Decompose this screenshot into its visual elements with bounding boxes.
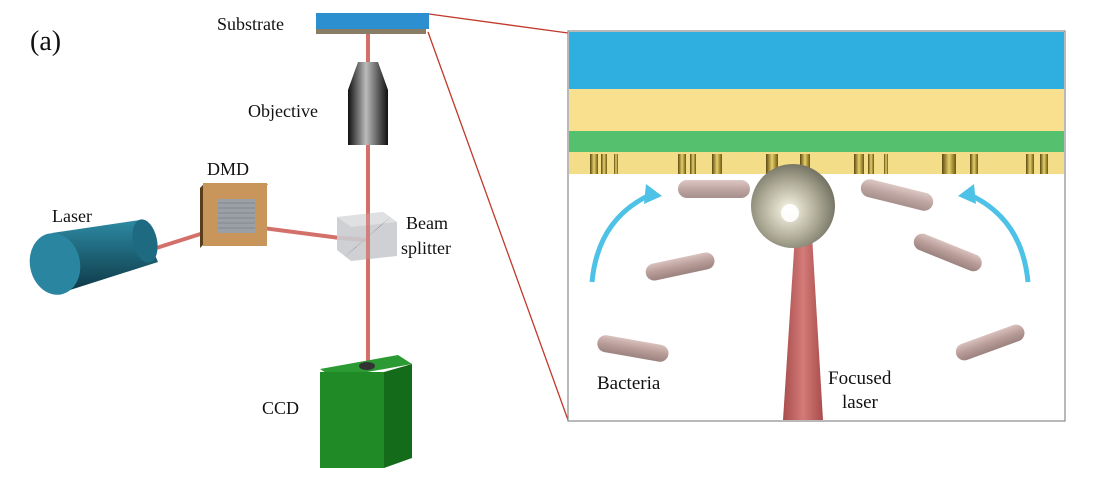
- flow-arrow-right: [966, 191, 1031, 283]
- bacteria-label: Bacteria: [597, 373, 661, 394]
- bacterium: [913, 233, 982, 272]
- focused-laser-label-1: Focused: [828, 368, 892, 389]
- bacterium: [860, 179, 934, 211]
- objective-lens: [348, 62, 388, 145]
- substrate: [316, 13, 429, 34]
- beam-splitter: [337, 212, 397, 262]
- beam-splitter-label-2: splitter: [401, 238, 451, 258]
- panel-label: (a): [30, 26, 61, 57]
- focused-laser-label-2: laser: [842, 392, 879, 413]
- arrow-head-right: [958, 184, 976, 204]
- inset-panel: [567, 30, 1066, 422]
- zoom-line-bottom: [427, 31, 569, 421]
- flow-arrow-left: [589, 191, 654, 283]
- bacterium: [955, 324, 1025, 361]
- dmd-label: DMD: [207, 159, 249, 179]
- laser-source: [29, 219, 158, 295]
- bacterium: [678, 180, 750, 198]
- arrow-head-left: [644, 184, 662, 204]
- bacteria-group: [597, 179, 1025, 362]
- substrate-layer: [569, 32, 1064, 89]
- bacterium: [645, 252, 715, 281]
- beam-splitter-label-1: Beam: [406, 213, 448, 233]
- laser-label: Laser: [52, 206, 92, 226]
- objective-label: Objective: [248, 101, 318, 121]
- gold-layer: [569, 89, 1064, 131]
- ccd-label: CCD: [262, 398, 299, 418]
- green-layer: [569, 131, 1064, 152]
- pillar-layer: [569, 152, 1064, 174]
- bacterium: [597, 335, 669, 362]
- substrate-label: Substrate: [217, 14, 284, 34]
- dmd: [200, 183, 268, 248]
- focused-laser-beam: [783, 235, 823, 420]
- ccd-camera: [320, 355, 412, 468]
- zoom-line-top: [428, 13, 569, 34]
